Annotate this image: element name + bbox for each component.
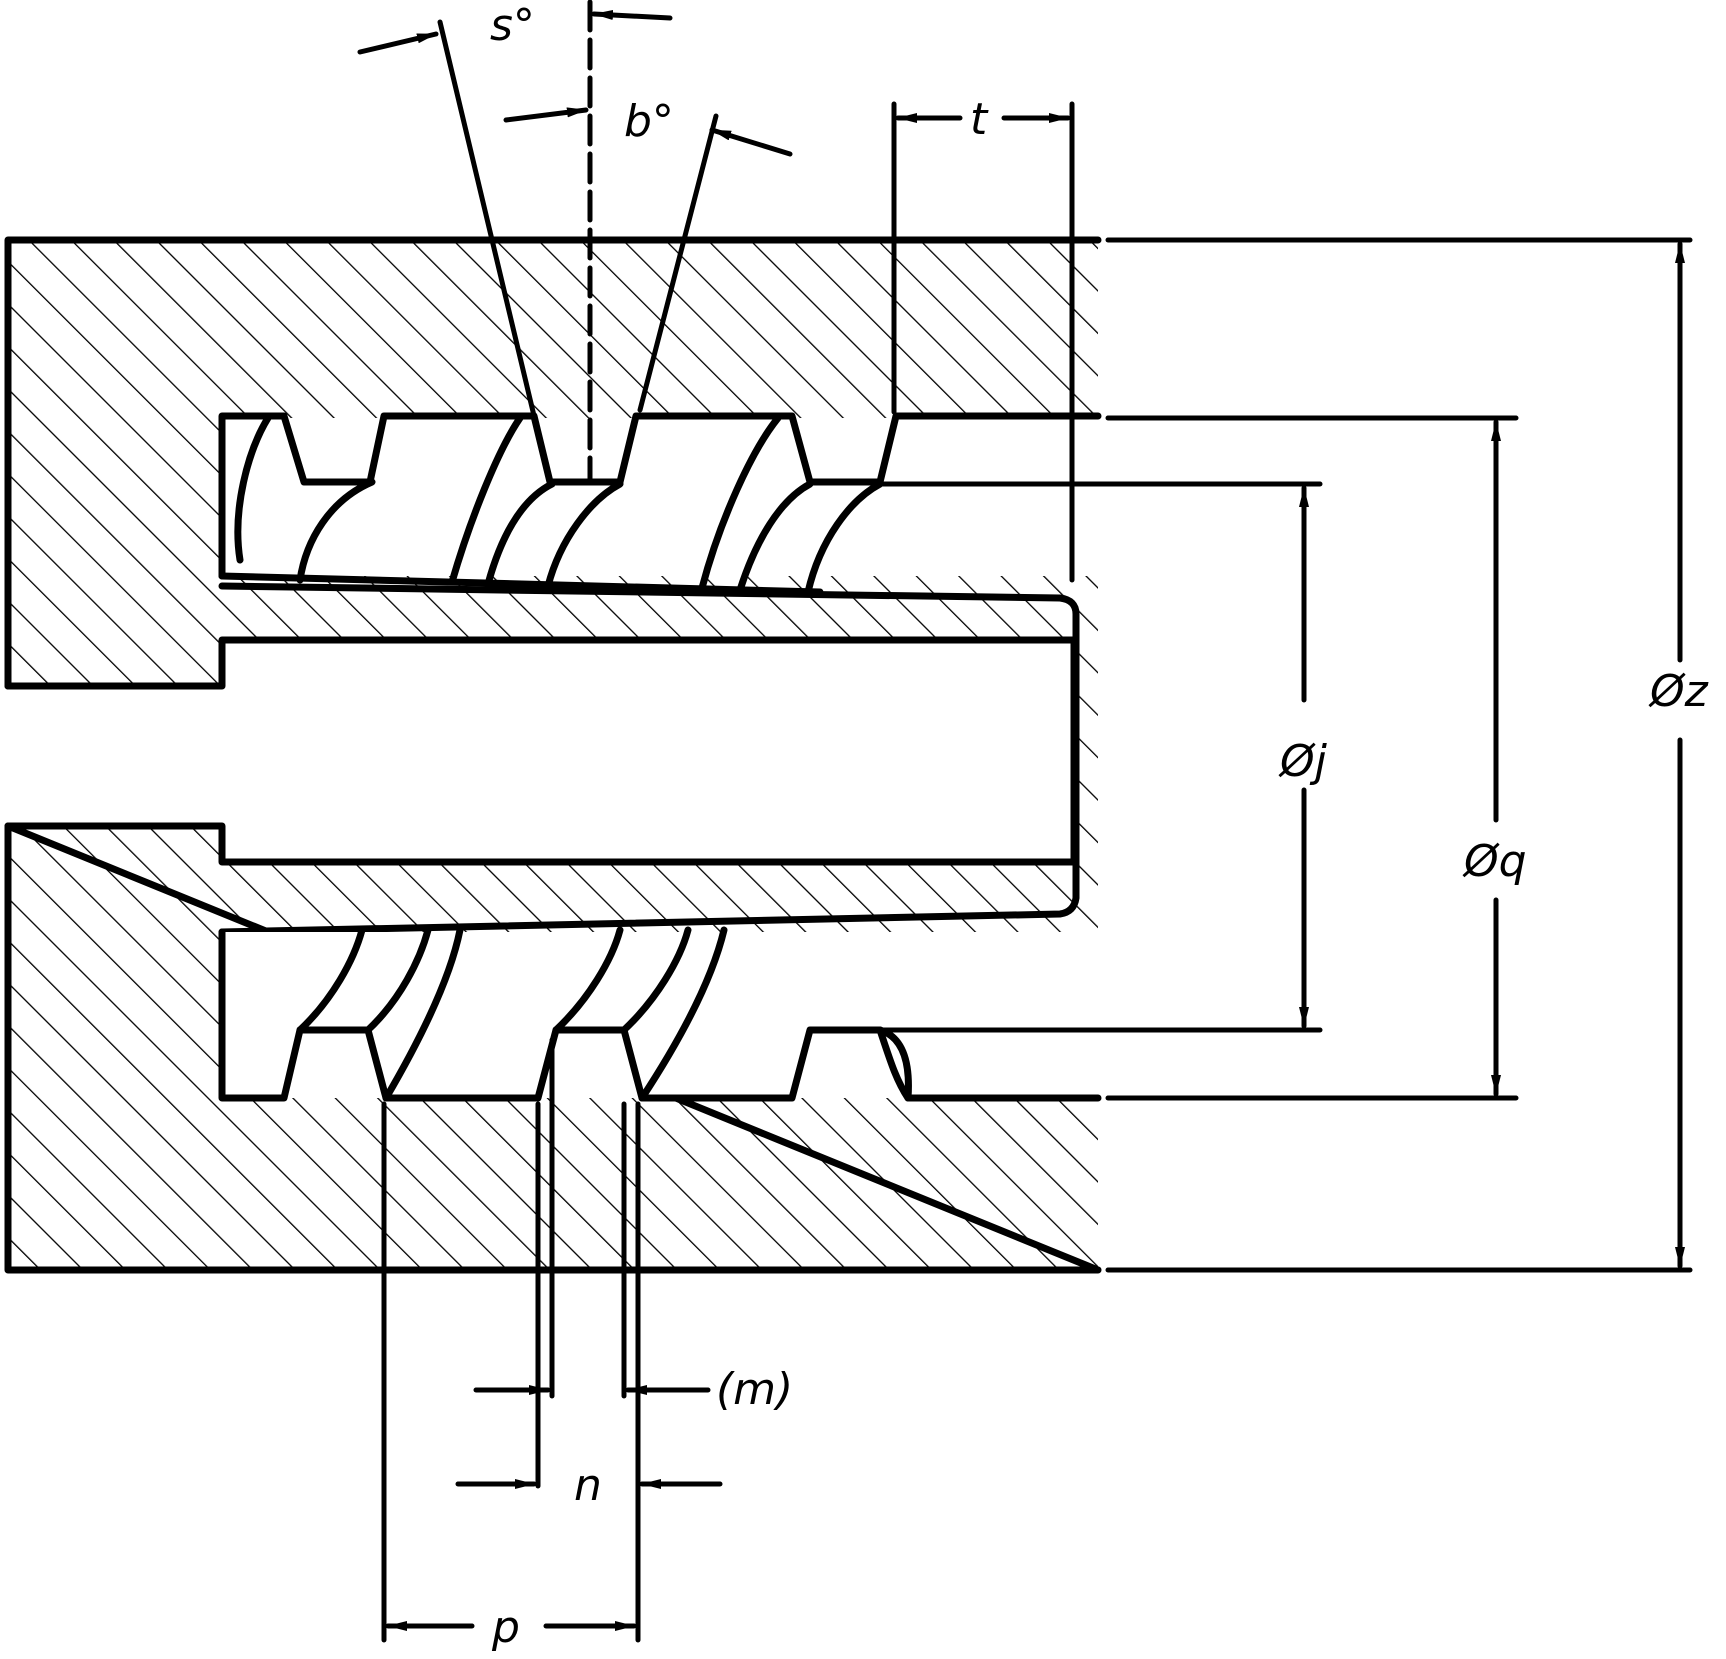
die-body-hatched <box>8 240 1098 1270</box>
angle-b-arrow-right <box>709 127 793 157</box>
flank-line-b <box>637 113 719 413</box>
mandrel-sleeve <box>218 582 1080 936</box>
dim-z-label: Øz <box>1648 666 1709 717</box>
lower-channel-cavity <box>222 932 1098 1098</box>
dim-q-label: Øq <box>1462 836 1527 887</box>
dim-p-label: p <box>491 1602 520 1653</box>
angle-b-label: b° <box>624 96 674 147</box>
bottom-extension-lines <box>381 1037 641 1643</box>
angle-s-label: s° <box>490 0 535 51</box>
dim-j-label: Øj <box>1278 736 1328 787</box>
diameter-extension-lines <box>885 237 1693 1273</box>
dim-n-label: n <box>574 1460 602 1511</box>
flank-line-s <box>437 19 549 469</box>
upper-channel-cavity <box>222 414 1098 576</box>
angle-s-arrow-right <box>591 10 673 21</box>
upper-channel-floor <box>218 572 824 596</box>
angle-s-arrow-left <box>357 31 439 55</box>
angle-b-arrow-left <box>503 107 589 123</box>
upper-helix-curves <box>234 414 884 596</box>
dim-t-label: t <box>970 94 989 145</box>
dim-m-label: (m) <box>716 1364 793 1415</box>
dim-t-extension-lines <box>891 101 1075 583</box>
lower-helix-curves <box>296 926 912 1102</box>
